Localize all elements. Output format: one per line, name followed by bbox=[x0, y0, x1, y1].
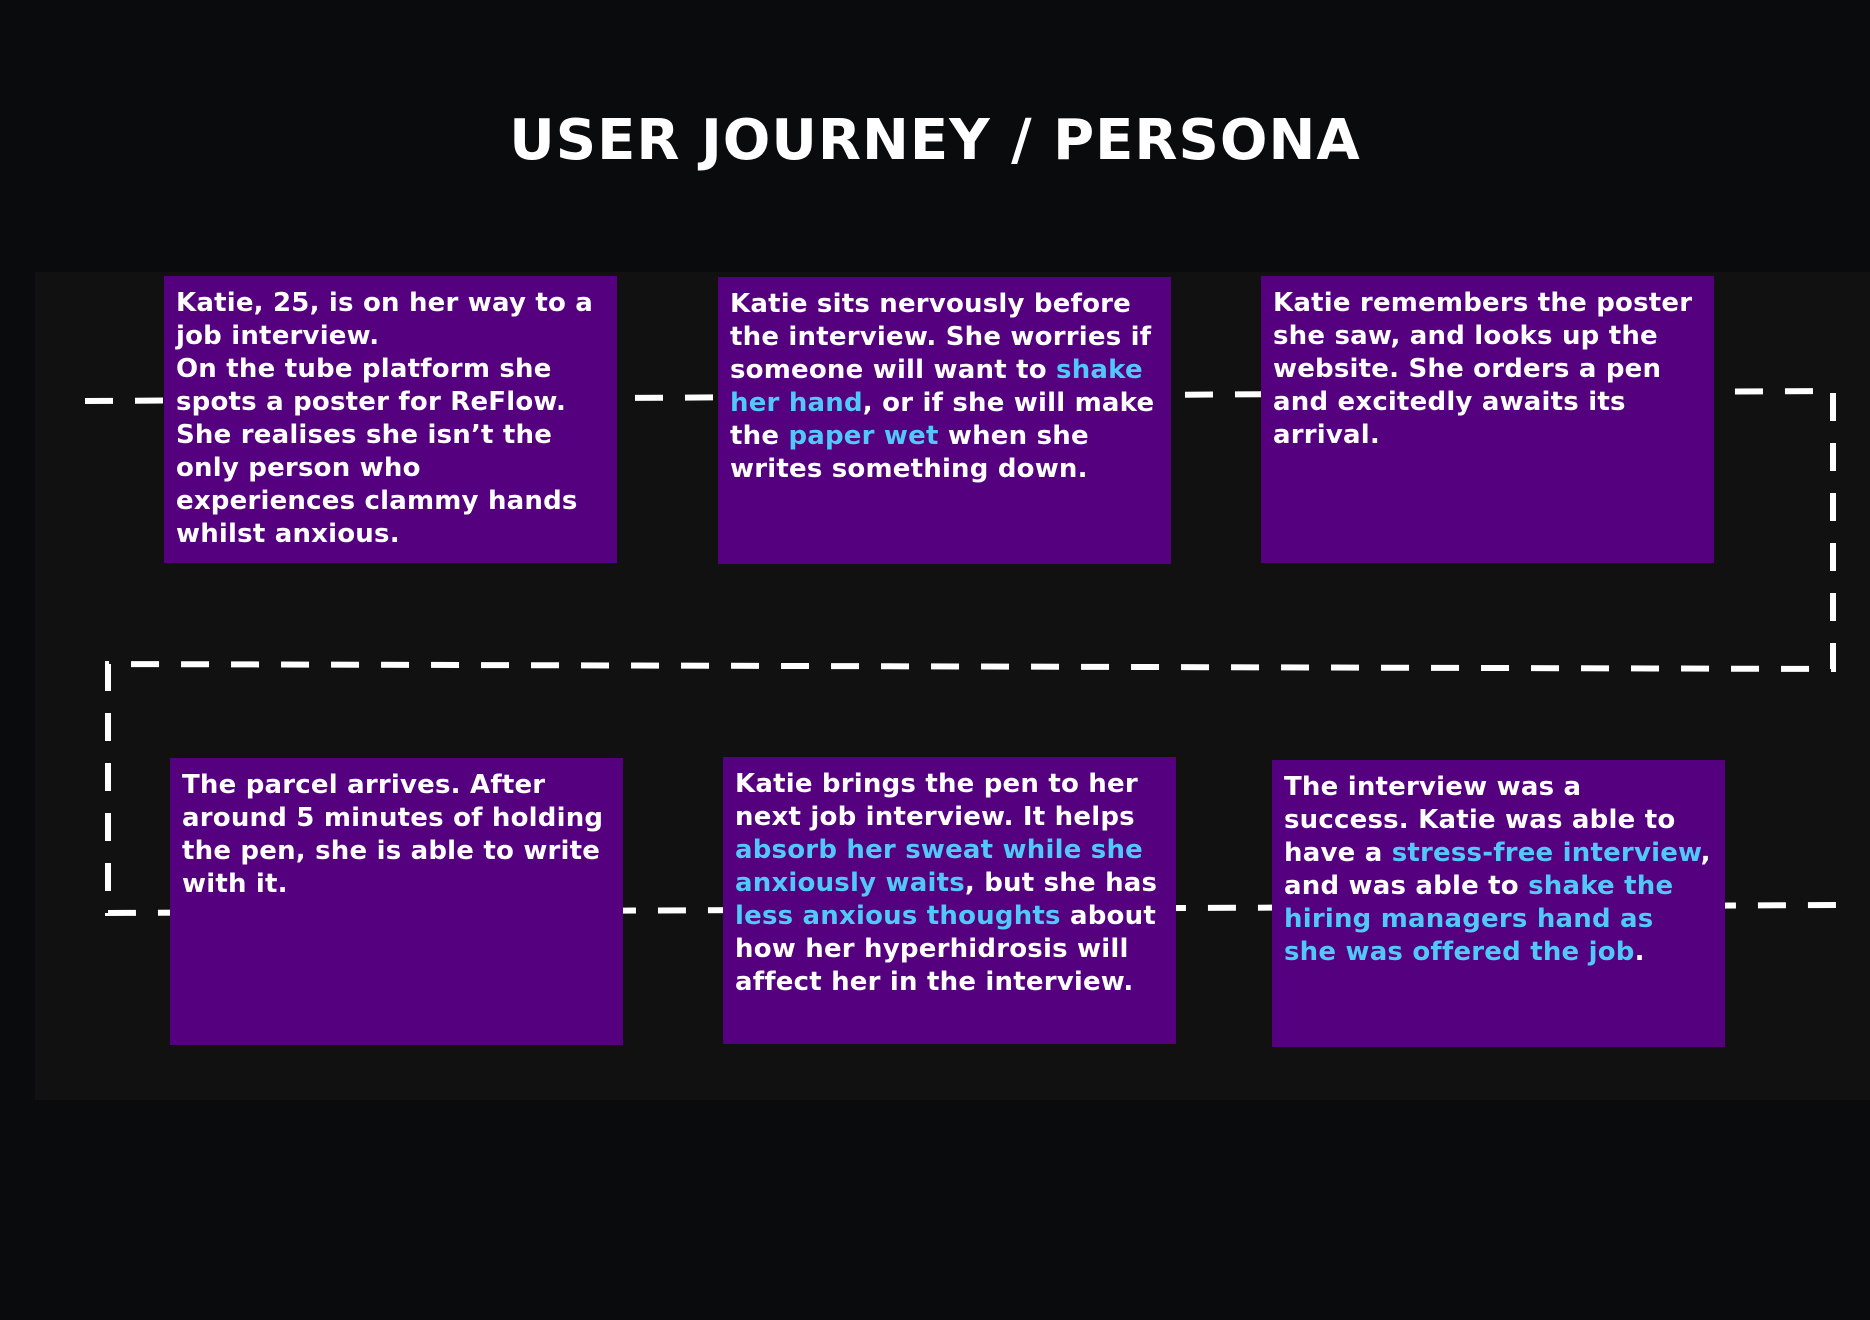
step-text: Katie brings the pen to her next job int… bbox=[735, 769, 1138, 832]
step-text: about how her hyperhidrosis will affect … bbox=[735, 901, 1156, 997]
highlight-text: shake her hand bbox=[730, 355, 1143, 418]
step-text: Katie sits nervously before the intervie… bbox=[730, 289, 1152, 385]
page-title: USER JOURNEY / PERSONA bbox=[509, 108, 1361, 173]
step-text: when she writes something down. bbox=[730, 421, 1089, 484]
step-4-text: The parcel arrives. After around 5 minut… bbox=[182, 770, 603, 899]
journey-step-3: Katie remembers the poster she saw, and … bbox=[1261, 276, 1714, 563]
journey-step-5: Katie brings the pen to her next job int… bbox=[723, 757, 1176, 1044]
step-3-text: Katie remembers the poster she saw, and … bbox=[1273, 288, 1692, 450]
step-text: The parcel arrives. After around 5 minut… bbox=[182, 770, 604, 899]
step-5-text: Katie brings the pen to her next job int… bbox=[735, 769, 1157, 997]
step-1-text: Katie, 25, is on her way to a job interv… bbox=[176, 288, 593, 549]
highlight-text: stress-free interview bbox=[1391, 838, 1701, 868]
journey-step-1: Katie, 25, is on her way to a job interv… bbox=[164, 276, 617, 563]
step-text: , but she has bbox=[964, 868, 1158, 898]
step-2-text: Katie sits nervously before the intervie… bbox=[730, 289, 1154, 484]
step-text: . bbox=[1634, 937, 1645, 967]
step-text: Katie, 25, is on her way to a job interv… bbox=[176, 288, 594, 351]
step-text: The interview was a success. Katie was a… bbox=[1284, 772, 1676, 868]
journey-step-6: The interview was a success. Katie was a… bbox=[1272, 760, 1725, 1047]
step-text: , and was able to bbox=[1284, 838, 1711, 901]
step-text: Katie remembers the poster she saw, and … bbox=[1273, 288, 1693, 450]
step-text: , or if she will make the bbox=[730, 388, 1155, 451]
journey-step-2: Katie sits nervously before the intervie… bbox=[718, 277, 1171, 564]
highlight-text: absorb her sweat while she anxiously wai… bbox=[735, 835, 1144, 898]
journey-step-4: The parcel arrives. After around 5 minut… bbox=[170, 758, 623, 1045]
step-6-text: The interview was a success. Katie was a… bbox=[1284, 772, 1711, 967]
step-text: On the tube platform she spots a poster … bbox=[176, 354, 578, 549]
highlight-text: less anxious thoughts bbox=[735, 901, 1061, 931]
highlight-text: paper wet bbox=[788, 421, 939, 451]
highlight-text: shake the hiring managers hand as she wa… bbox=[1284, 871, 1674, 967]
